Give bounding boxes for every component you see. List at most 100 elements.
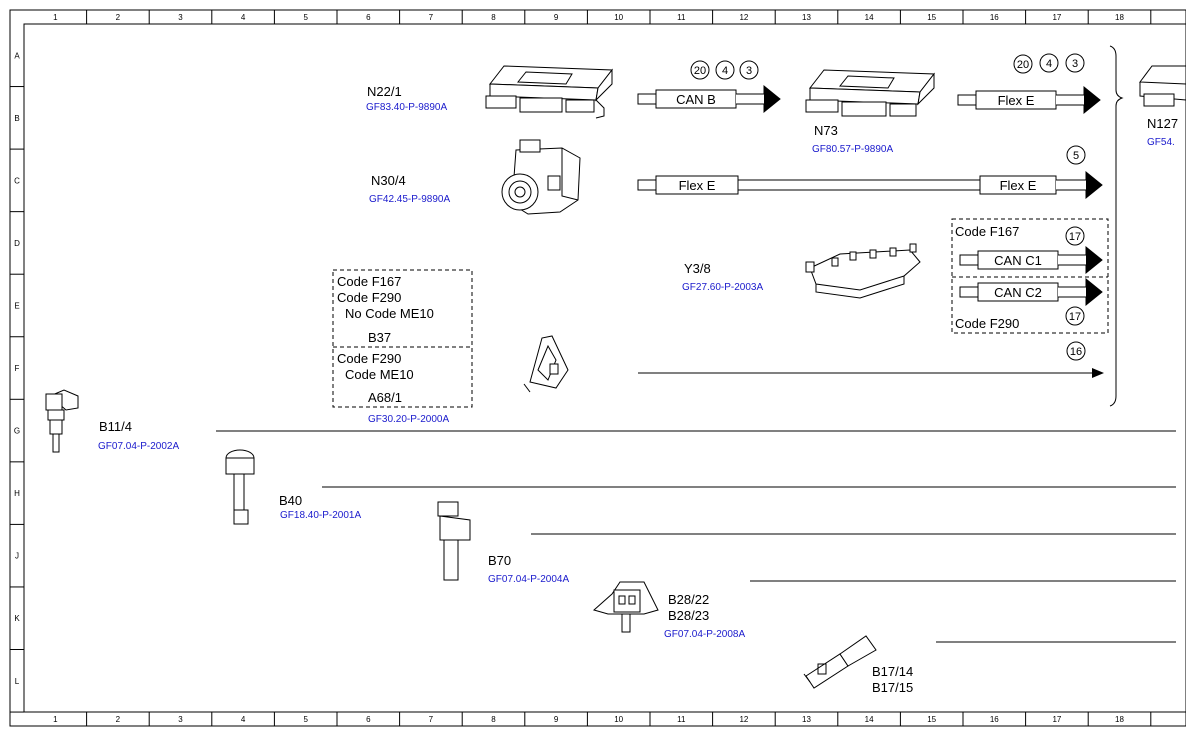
n30-4-ref-link[interactable]: GF42.45-P-9890A: [369, 194, 450, 205]
b28-ref-link[interactable]: GF07.04-P-2008A: [664, 629, 745, 640]
can-c1-label: CAN C1: [994, 253, 1042, 268]
code-f167-right: Code F167: [955, 224, 1019, 239]
a68-code-f290: Code F290: [337, 351, 401, 366]
n127-ref-link[interactable]: GF54.: [1147, 137, 1175, 148]
circle-3-a: [739, 60, 759, 80]
column-number: 17: [1052, 715, 1061, 724]
row-letter: D: [14, 239, 20, 248]
circle-3-b: [1065, 53, 1085, 73]
column-number: 1: [53, 715, 58, 724]
column-number: 6: [366, 715, 371, 724]
a68-code-me10: Code ME10: [345, 367, 414, 382]
circle-20-b-text: 20: [1017, 59, 1029, 71]
column-number: 18: [1115, 715, 1124, 724]
column-number: 10: [614, 715, 623, 724]
row-letter: C: [14, 176, 20, 185]
column-number: 2: [116, 13, 121, 22]
row-letter: J: [15, 552, 19, 561]
can-c2-label: CAN C2: [994, 285, 1042, 300]
b40-ref-link[interactable]: GF18.40-P-2001A: [280, 510, 361, 521]
b40-label: B40: [279, 493, 302, 508]
row-letter: H: [14, 489, 20, 498]
column-number: 14: [865, 715, 874, 724]
b28-23-label: B28/23: [668, 608, 709, 623]
column-number: 12: [739, 13, 748, 22]
column-number: 2: [116, 715, 121, 724]
column-number: 1: [53, 13, 58, 22]
column-number: 10: [614, 13, 623, 22]
column-number: 8: [491, 715, 496, 724]
row-letter: G: [14, 427, 20, 436]
column-number: 5: [303, 715, 308, 724]
column-number: 18: [1115, 13, 1124, 22]
circle-4-b: [1039, 53, 1059, 73]
y3-8-valve-body-icon: [805, 243, 921, 299]
column-number: 9: [554, 715, 559, 724]
y3-8-label: Y3/8: [684, 261, 711, 276]
n30-4-unit-icon: [501, 139, 581, 215]
n22-1-module-icon: [485, 65, 613, 119]
n73-ref-link[interactable]: GF80.57-P-9890A: [812, 144, 893, 155]
y3-8-ref-link[interactable]: GF27.60-P-2003A: [682, 282, 763, 293]
inner-frame: [23, 23, 1186, 713]
can-b-bus: [637, 84, 781, 114]
circle-4-a-text: 4: [722, 65, 728, 77]
dashed-box-right: [951, 218, 1109, 334]
b17-sensor-icon: [803, 635, 877, 689]
b70-ref-link[interactable]: GF07.04-P-2004A: [488, 574, 569, 585]
flex-e-top-bus: [957, 85, 1101, 115]
circle-4-b-text: 4: [1046, 58, 1052, 70]
column-number: 15: [927, 715, 936, 724]
b37-a68-ref-link[interactable]: GF30.20-P-2000A: [368, 414, 449, 425]
column-number: 16: [990, 13, 999, 22]
circle-4-a: [715, 60, 735, 80]
n30-4-label: N30/4: [371, 173, 406, 188]
can-c2-bus: [959, 277, 1103, 307]
n127-module-icon: [1139, 65, 1186, 107]
b37-label: B37: [368, 330, 391, 345]
column-number: 16: [990, 715, 999, 724]
circle-17-a-text: 17: [1069, 231, 1081, 243]
b37-no-code-me10: No Code ME10: [345, 306, 434, 321]
pedal-sensor-icon: [523, 335, 569, 393]
n73-module-icon: [805, 69, 935, 117]
column-number: 3: [178, 13, 183, 22]
circle-3-b-text: 3: [1072, 58, 1078, 70]
circle-20-a: [690, 60, 710, 80]
flex-e-mid-left-label: Flex E: [679, 178, 716, 193]
circle-20-a-text: 20: [694, 65, 706, 77]
circle-16-text: 16: [1070, 346, 1082, 358]
column-number: 12: [739, 715, 748, 724]
b11-4-ref-link[interactable]: GF07.04-P-2002A: [98, 441, 179, 452]
can-b-label: CAN B: [676, 92, 716, 107]
b37-code-f167: Code F167: [337, 274, 401, 289]
flex-e-top-label: Flex E: [998, 93, 1035, 108]
column-number: 13: [802, 13, 811, 22]
n22-1-ref-link[interactable]: GF83.40-P-9890A: [366, 102, 447, 113]
code-f290-right: Code F290: [955, 316, 1019, 331]
circle-20-b: [1013, 54, 1033, 74]
circle-16: [1066, 341, 1086, 361]
dashed-box-left: [332, 269, 473, 408]
column-number: 11: [677, 13, 686, 22]
circle-3-a-text: 3: [746, 65, 752, 77]
row-letter: E: [14, 301, 19, 310]
circle-17-a: [1065, 226, 1085, 246]
column-number: 4: [241, 715, 246, 724]
column-number: 15: [927, 13, 936, 22]
circle-17-b-text: 17: [1069, 311, 1081, 323]
row-letter: A: [14, 51, 20, 60]
b17-14-label: B17/14: [872, 664, 913, 679]
bracket: [1109, 45, 1124, 407]
circle-17-b: [1065, 306, 1085, 326]
column-number: 7: [429, 13, 434, 22]
column-number: 17: [1052, 13, 1061, 22]
row-letter: B: [14, 114, 19, 123]
b28-22-label: B28/22: [668, 592, 709, 607]
circle-5: [1066, 145, 1086, 165]
row-letter: K: [14, 614, 20, 623]
b17-15-label: B17/15: [872, 680, 913, 695]
